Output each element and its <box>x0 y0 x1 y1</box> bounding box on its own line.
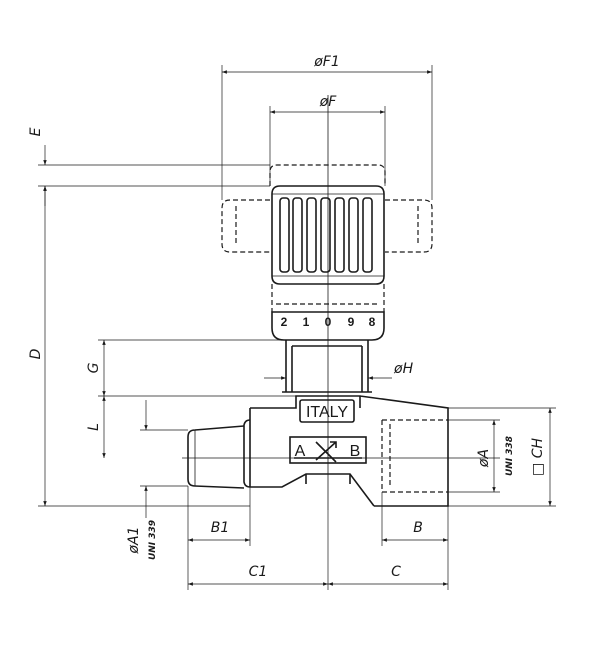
italy-plate <box>299 399 355 423</box>
dim-H: øH <box>393 361 414 377</box>
handwheel-cap <box>269 164 386 186</box>
dim-C: C <box>391 564 401 580</box>
dim-A-std: UNI 338 <box>505 436 515 476</box>
bonnet <box>282 340 372 393</box>
dim-D: D <box>28 348 44 359</box>
dim-B: B <box>413 520 423 536</box>
dim-L: L <box>86 423 102 431</box>
valve-body: ITALY A B <box>187 395 449 507</box>
port-in-label: A <box>295 443 306 460</box>
scale-digit-4: 9 <box>348 315 355 329</box>
handwheel <box>221 164 433 312</box>
port-out-label: B <box>350 443 361 460</box>
handwheel-wings <box>221 199 433 253</box>
dim-C1: C1 <box>249 564 268 580</box>
dim-A1: øA1 <box>126 526 142 554</box>
dimensions: øF1 øF E D G L øH øA1 UNI 339 <box>28 54 556 590</box>
scale-digit-5: 8 <box>369 315 376 329</box>
country-mark: ITALY <box>306 404 348 421</box>
throttle-symbol <box>315 441 337 463</box>
female-thread-port <box>381 419 448 493</box>
dim-G: G <box>86 362 102 373</box>
scale-digit-1: 2 <box>281 315 288 329</box>
male-thread-port <box>187 425 245 489</box>
dim-F: øF <box>319 94 338 110</box>
dim-A1-std: UNI 339 <box>148 520 158 560</box>
dim-CH: □ CH <box>530 438 546 476</box>
dim-A: øA <box>476 449 492 468</box>
knob-grooves <box>279 197 373 273</box>
dim-B1: B1 <box>211 520 230 536</box>
dim-E: E <box>28 127 44 136</box>
dim-F1: øF1 <box>313 54 340 70</box>
centre-lines <box>182 95 500 510</box>
scale-digit-2: 1 <box>303 315 310 329</box>
